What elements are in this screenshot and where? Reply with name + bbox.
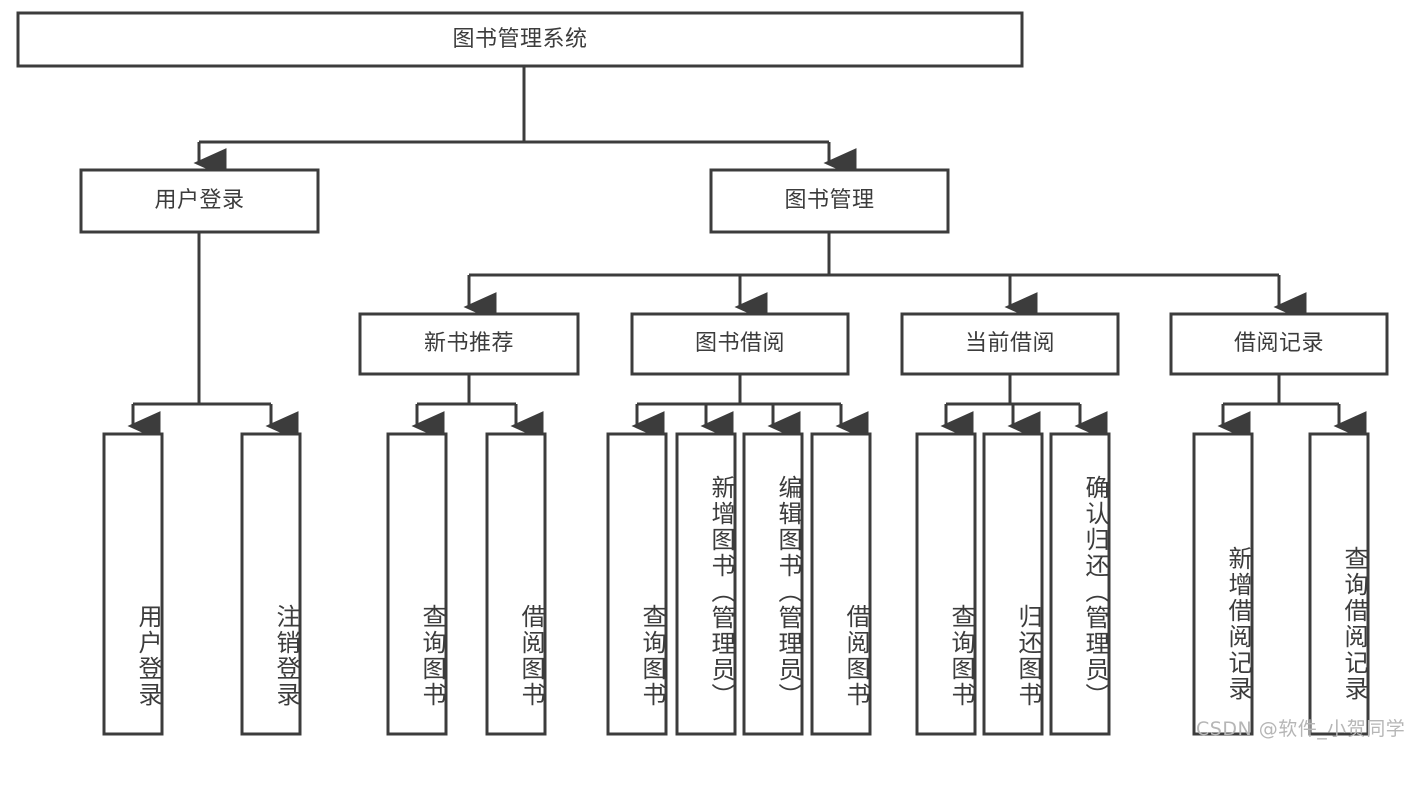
node-box-leaf-edit-book[interactable] <box>742 432 804 736</box>
node-box-book-management[interactable] <box>709 168 950 234</box>
node-box-leaf-query-book-2[interactable] <box>606 432 668 736</box>
tree-diagram-svg <box>16 11 1389 736</box>
connector-newbook-to-leaves <box>411 374 544 441</box>
node-box-leaf-user-login[interactable] <box>102 432 164 736</box>
node-box-leaf-add-book[interactable] <box>675 432 737 736</box>
node-box-new-book-recommend[interactable] <box>358 312 580 376</box>
node-box-borrow-record[interactable] <box>1169 312 1389 376</box>
node-box-leaf-add-record[interactable] <box>1192 432 1254 736</box>
node-box-book-borrow[interactable] <box>630 312 850 376</box>
node-box-leaf-logout[interactable] <box>240 432 302 736</box>
connector-currentborrow-to-leaves <box>940 374 1108 441</box>
node-box-leaf-query-book-3[interactable] <box>915 432 977 736</box>
node-box-leaf-query-record[interactable] <box>1308 432 1370 736</box>
connector-bookborrow-to-leaves <box>631 374 869 441</box>
node-box-leaf-query-book-1[interactable] <box>386 432 448 736</box>
node-box-current-borrow[interactable] <box>900 312 1120 376</box>
node-box-leaf-borrow-book-2[interactable] <box>810 432 872 736</box>
connector-userlogin-to-leaves <box>127 232 299 441</box>
node-box-leaf-confirm-return[interactable] <box>1049 432 1111 736</box>
node-box-leaf-borrow-book-1[interactable] <box>485 432 547 736</box>
node-box-root[interactable] <box>16 11 1024 68</box>
connector-borrowrecord-to-leaves <box>1217 374 1367 441</box>
flowchart-canvas: 图书管理系统 用户登录 图书管理 新书推荐 图书借阅 当前借阅 借阅记录 用户登… <box>16 11 1405 740</box>
node-box-leaf-return-book[interactable] <box>982 432 1044 736</box>
connector-root-to-level2 <box>193 66 857 178</box>
connector-bookmgmt-to-level3 <box>463 232 1307 322</box>
node-box-user-login[interactable] <box>79 168 320 234</box>
